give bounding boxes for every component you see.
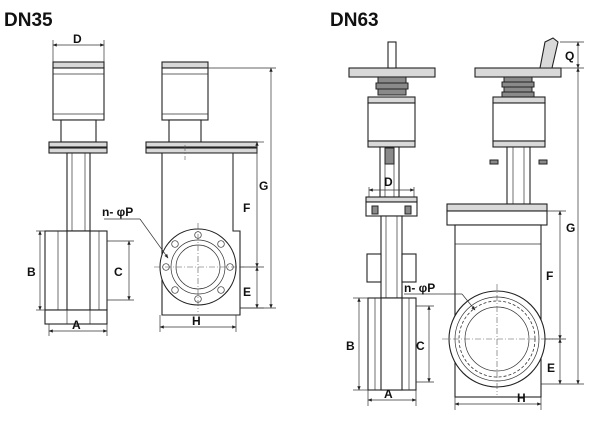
dn63-front-bonnet: [446, 210, 548, 226]
dn63-front-actuator: [492, 102, 546, 142]
dn63-side-view: D B C A: [346, 41, 436, 406]
dn35-front-bonnet-flange: [145, 147, 258, 154]
dn63-dim-d: D: [384, 175, 393, 189]
dn63-front-view: n- φP H Q F E G: [404, 37, 584, 410]
dn35-bolt-holes: [162, 231, 234, 303]
dn35-actuator-cap: [52, 61, 105, 69]
dn35-side-view: D B C A: [27, 32, 134, 336]
dn63-dim-n-phi-p: n- φP: [404, 281, 435, 295]
dn63-side-coupling: [377, 88, 407, 96]
dn35-dim-e: E: [243, 285, 251, 299]
title-dn63: DN63: [330, 10, 379, 31]
dn35-dim-c: C: [114, 265, 123, 279]
dn63-front-handwheel: [474, 67, 562, 78]
dn35-front-actuator: [161, 67, 209, 121]
title-dn35: DN35: [4, 10, 53, 31]
dn35-bellows-housing: [60, 119, 97, 143]
dn63-dim-f: F: [546, 269, 553, 283]
dn63-dim-c: C: [416, 339, 425, 353]
dn35-actuator-body: [52, 67, 105, 121]
dn35-dim-a: A: [72, 318, 81, 332]
dn35-dim-b: B: [27, 265, 36, 279]
dn63-dim-e: E: [547, 361, 555, 375]
dn35-dim-f: F: [243, 201, 250, 215]
dn63-dim-g: G: [566, 221, 575, 235]
dn35-front-view: n- φP H F G E: [102, 61, 276, 332]
dn63-dim-h: H: [517, 391, 526, 405]
dn35-dim-n-phi-p: n- φP: [102, 205, 133, 219]
dn63-dim-q: Q: [565, 49, 574, 63]
dn63-side-actuator: [367, 102, 416, 142]
dn35-dim-d: D: [73, 32, 82, 46]
dn63-dim-a: A: [384, 387, 393, 401]
dn35-dim-h: H: [192, 314, 201, 328]
dn63-dim-b: B: [346, 339, 355, 353]
dn35-dim-g: G: [259, 179, 268, 193]
dn63-side-handwheel: [348, 67, 436, 78]
dn35-bonnet-flange: [48, 147, 108, 154]
dn35-stem-tube: [66, 152, 91, 232]
dn63-handle: [539, 37, 559, 69]
